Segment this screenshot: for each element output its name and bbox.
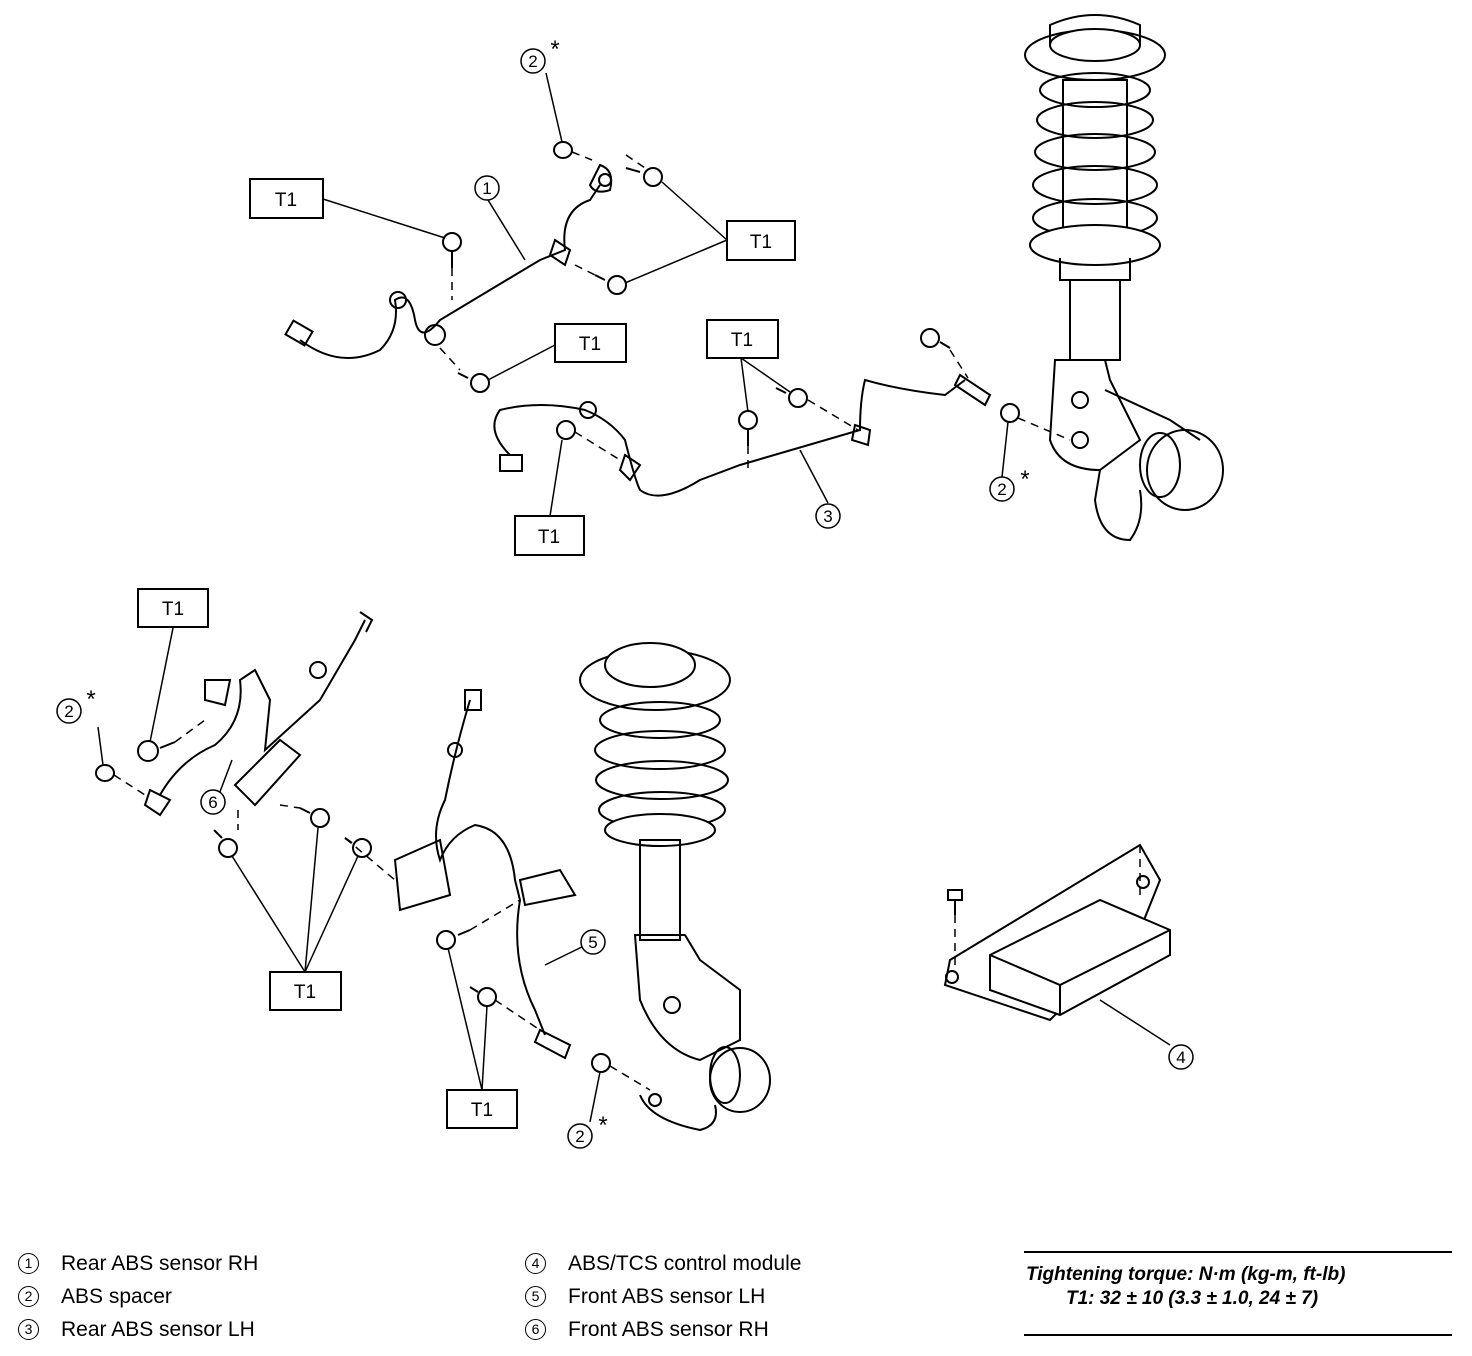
torque-spec-heading: Tightening torque: N·m (kg-m, ft-lb) (1026, 1264, 1346, 1285)
torque-tag-t1-rear-lh-upper: T1 (706, 319, 779, 359)
torque-spec-value: T1: 32 ± 10 (3.3 ± 1.0, 24 ± 7) (1066, 1288, 1319, 1309)
ref-circle-2-top: 2 * (520, 36, 560, 74)
legend-item: 6 Front ABS sensor RH (525, 1313, 801, 1346)
torque-tag-t1-rear-rh-right: T1 (726, 220, 796, 261)
abs-tcs-control-module (943, 843, 1171, 1022)
svg-text:T1: T1 (538, 527, 560, 548)
rear-abs-sensor-rh-harness (284, 163, 613, 359)
legend-number: 3 (18, 1319, 39, 1340)
front-abs-sensor-rh-harness (143, 611, 374, 817)
legend-item: 1 Rear ABS sensor RH (18, 1247, 258, 1280)
svg-text:T1: T1 (162, 599, 184, 620)
legend-label: Rear ABS sensor LH (61, 1318, 255, 1341)
abs-spacer-group (95, 141, 1020, 1073)
leader-lines (97, 72, 1171, 1123)
svg-text:2: 2 (64, 702, 73, 721)
torque-tag-t1-front-lh: T1 (446, 1089, 518, 1129)
legend-label: Front ABS sensor RH (568, 1318, 769, 1341)
ref-circle-2-front-lh: 2 * (567, 1112, 608, 1149)
bolt-group (137, 167, 951, 1007)
svg-text:5: 5 (588, 933, 597, 952)
svg-text:*: * (598, 1112, 607, 1139)
svg-text:6: 6 (208, 793, 217, 812)
legend-label: Rear ABS sensor RH (61, 1252, 259, 1275)
ref-circle-4: 4 (1168, 1044, 1194, 1070)
legend-label: Front ABS sensor LH (568, 1285, 766, 1308)
parts-legend-left: 1 Rear ABS sensor RH 2 ABS spacer 3 Rear… (18, 1247, 258, 1346)
svg-text:4: 4 (1176, 1048, 1185, 1067)
parts-legend-right: 4 ABS/TCS control module 5 Front ABS sen… (525, 1247, 801, 1346)
torque-tag-t1-rear-rh-upper: T1 (249, 178, 324, 219)
torque-tag-t1-rear-rh-lower: T1 (554, 323, 627, 363)
torque-tag-t1-rear-lh-lower: T1 (514, 515, 585, 556)
ref-circle-3: 3 (815, 503, 841, 529)
svg-text:3: 3 (823, 507, 832, 526)
legend-item: 5 Front ABS sensor LH (525, 1280, 801, 1313)
legend-item: 2 ABS spacer (18, 1280, 258, 1313)
svg-text:2: 2 (997, 480, 1006, 499)
rear-strut-assembly (1024, 14, 1224, 542)
legend-number: 6 (525, 1319, 546, 1340)
ref-circle-1: 1 (474, 175, 500, 201)
svg-text:2: 2 (528, 52, 537, 71)
module-bolt (947, 889, 963, 915)
legend-number: 4 (525, 1253, 546, 1274)
legend-label: ABS/TCS control module (568, 1252, 802, 1275)
legend-number: 5 (525, 1286, 546, 1307)
ref-circle-2-front-rh: 2 * (56, 686, 96, 724)
svg-text:*: * (86, 686, 95, 713)
torque-tag-t1-front-rh-lower: T1 (269, 971, 342, 1011)
svg-text:T1: T1 (731, 330, 753, 351)
legend-number: 1 (18, 1253, 39, 1274)
front-abs-sensor-lh-harness (393, 689, 577, 1060)
legend-number: 2 (18, 1286, 39, 1307)
assembly-guide-lines (113, 151, 1141, 1091)
svg-text:T1: T1 (750, 232, 772, 253)
svg-text:T1: T1 (471, 1100, 493, 1121)
legend-label: ABS spacer (61, 1285, 172, 1308)
svg-text:1: 1 (482, 179, 491, 198)
svg-text:2: 2 (575, 1127, 584, 1146)
legend-item: 3 Rear ABS sensor LH (18, 1313, 258, 1346)
legend-item: 4 ABS/TCS control module (525, 1247, 801, 1280)
svg-text:T1: T1 (294, 982, 316, 1003)
svg-text:T1: T1 (275, 190, 297, 211)
svg-text:*: * (550, 36, 559, 63)
front-strut-assembly (579, 642, 771, 1132)
svg-text:T1: T1 (579, 334, 601, 355)
torque-tag-t1-front-rh-upper: T1 (137, 588, 209, 628)
torque-spec-box: Tightening torque: N·m (kg-m, ft-lb) T1:… (1024, 1251, 1452, 1336)
svg-text:*: * (1020, 466, 1029, 493)
ref-circle-5: 5 (580, 929, 606, 955)
ref-circle-6: 6 (200, 789, 226, 815)
ref-circle-2-rear-lh: 2 * (989, 466, 1030, 502)
